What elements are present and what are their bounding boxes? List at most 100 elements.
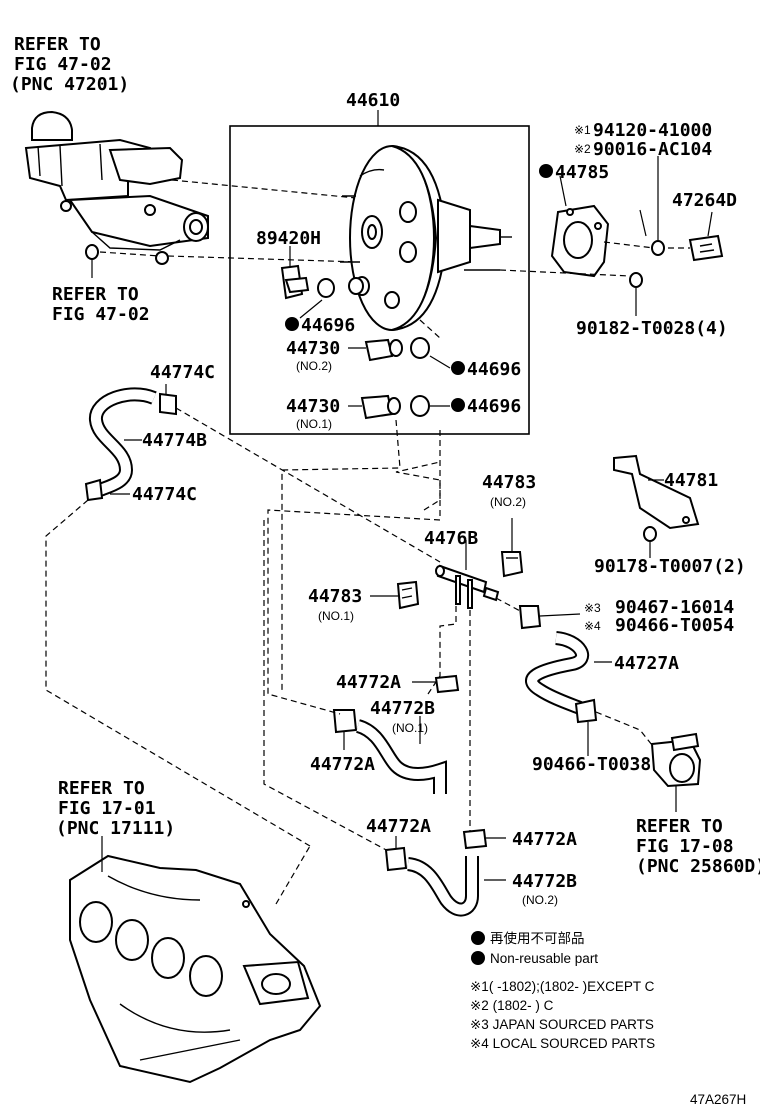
non-reusable-dot-icon [471, 931, 485, 945]
refer-line: REFER TO [58, 778, 145, 799]
refer-line: FIG 17-08 [636, 836, 734, 857]
clamp-icon [332, 709, 358, 734]
legend-note-3: ※3 JAPAN SOURCED PARTS [470, 1017, 654, 1032]
master-cylinder [24, 110, 209, 265]
legend-jp: 再使用不可部品 [490, 930, 585, 946]
part-label-44696: 44696 [467, 359, 521, 380]
part-label-44772A: 44772A [336, 672, 401, 693]
part-sub-label: (NO.2) [522, 893, 558, 907]
vacuum-sensor-89420H [280, 264, 364, 300]
legend: 再使用不可部品 Non-reusable part ※1( -1802);(18… [470, 930, 655, 1051]
part-label-44774C: 44774C [150, 362, 215, 383]
alt-mark: ※1 [574, 123, 591, 137]
clamp-icon [384, 846, 408, 872]
part-label-47264D: 47264D [672, 190, 737, 211]
hose-44772B-no1 [355, 719, 447, 794]
legend-en: Non-reusable part [490, 951, 598, 966]
union-4476B [435, 564, 500, 609]
check-valve-no2 [364, 337, 430, 362]
part-label-44772A: 44772A [310, 754, 375, 775]
non-reusable-dot-icon [539, 164, 553, 178]
part-label-44785: 44785 [555, 162, 609, 183]
part-label-90466-T0054: 90466-T0054 [615, 615, 734, 636]
clamp-icon [159, 392, 177, 416]
part-label-4476B: 4476B [424, 528, 478, 549]
part-label-44696: 44696 [301, 315, 355, 336]
part-label-44610: 44610 [346, 90, 400, 111]
alt-mark: ※3 [584, 601, 601, 615]
refer-line: FIG 17-01 [58, 798, 156, 819]
part-label-44772A: 44772A [366, 816, 431, 837]
part-label-44727A: 44727A [614, 653, 679, 674]
part-label-44730: 44730 [286, 338, 340, 359]
non-reusable-dot-icon [471, 951, 485, 965]
clip-44783-no1 [396, 580, 420, 610]
part-sub-label: (NO.2) [490, 495, 526, 509]
part-label-44781: 44781 [664, 470, 718, 491]
throttle-body [650, 732, 702, 788]
intake-manifold [69, 854, 322, 1084]
part-label-90466-T0038: 90466-T0038 [532, 754, 651, 775]
refer-fig-47-02: REFER TO FIG 47-02 [52, 284, 150, 325]
part-label-44772B: 44772B [370, 698, 435, 719]
clamp-icon [462, 828, 488, 850]
legend-note-4: ※4 LOCAL SOURCED PARTS [470, 1036, 655, 1051]
refer-fig-17-01: REFER TO FIG 17-01 (PNC 17111) [56, 778, 175, 839]
brake-booster [340, 145, 512, 331]
non-reusable-dot-icon [451, 398, 465, 412]
gasket-44785 [550, 204, 610, 278]
part-label-90016-AC104: 90016-AC104 [593, 139, 712, 160]
refer-master-cylinder: REFER TO FIG 47-02 (PNC 47201) [10, 34, 129, 95]
refer-line: REFER TO [14, 34, 101, 55]
alt-mark: ※2 [574, 142, 591, 156]
bracket-47264D [688, 234, 724, 262]
part-label-90182-T0028: 90182-T0028(4) [576, 318, 728, 339]
clamp-icon [518, 605, 542, 630]
figure-id: 47A267H [690, 1092, 746, 1107]
hose-44727A [525, 631, 589, 715]
part-label-90178-T0007: 90178-T0007(2) [594, 556, 746, 577]
check-valve-no1 [360, 394, 430, 420]
nut-icon [643, 526, 657, 542]
hose-44774B [89, 387, 157, 497]
nut-icon [85, 244, 99, 260]
part-sub-label: (NO.1) [318, 609, 354, 623]
part-label-44696: 44696 [467, 396, 521, 417]
bracket-44781 [613, 454, 700, 530]
part-sub-label: (NO.1) [392, 721, 428, 735]
part-label-44783: 44783 [308, 586, 362, 607]
legend-note-1: ※1( -1802);(1802- )EXCEPT C [470, 979, 655, 994]
part-label-44783: 44783 [482, 472, 536, 493]
hose-44772B-no2 [406, 856, 479, 917]
part-label-94120-41000: 94120-41000 [593, 120, 712, 141]
clamp-icon [434, 674, 460, 694]
clip-44783-no2 [500, 551, 524, 578]
refer-line: (PNC 25860D) [636, 856, 760, 877]
refer-line: FIG 47-02 [52, 304, 150, 325]
non-reusable-dot-icon [285, 317, 299, 331]
part-label-90467-16014: 90467-16014 [615, 597, 734, 618]
part-label-44730: 44730 [286, 396, 340, 417]
refer-line: FIG 47-02 [14, 54, 112, 75]
clamp-icon [84, 478, 104, 502]
part-sub-label: (NO.1) [296, 417, 332, 431]
refer-line: REFER TO [636, 816, 723, 837]
clamp-icon [574, 698, 598, 724]
part-sub-label: (NO.2) [296, 359, 332, 373]
legend-note-2: ※2 (1802- ) C [470, 998, 554, 1013]
booster-frame [229, 125, 530, 435]
alt-mark: ※4 [584, 619, 601, 633]
part-label-89420H: 89420H [256, 228, 321, 249]
refer-line: REFER TO [52, 284, 139, 305]
refer-line: (PNC 47201) [10, 74, 129, 95]
nut-icon [651, 240, 665, 256]
part-label-44774C: 44774C [132, 484, 197, 505]
part-label-44772A: 44772A [512, 829, 577, 850]
part-label-44774B: 44774B [142, 430, 207, 451]
refer-line: (PNC 17111) [56, 818, 175, 839]
non-reusable-dot-icon [451, 361, 465, 375]
refer-fig-17-08: REFER TO FIG 17-08 (PNC 25860D) [636, 816, 760, 877]
bolt-icon [629, 272, 643, 288]
